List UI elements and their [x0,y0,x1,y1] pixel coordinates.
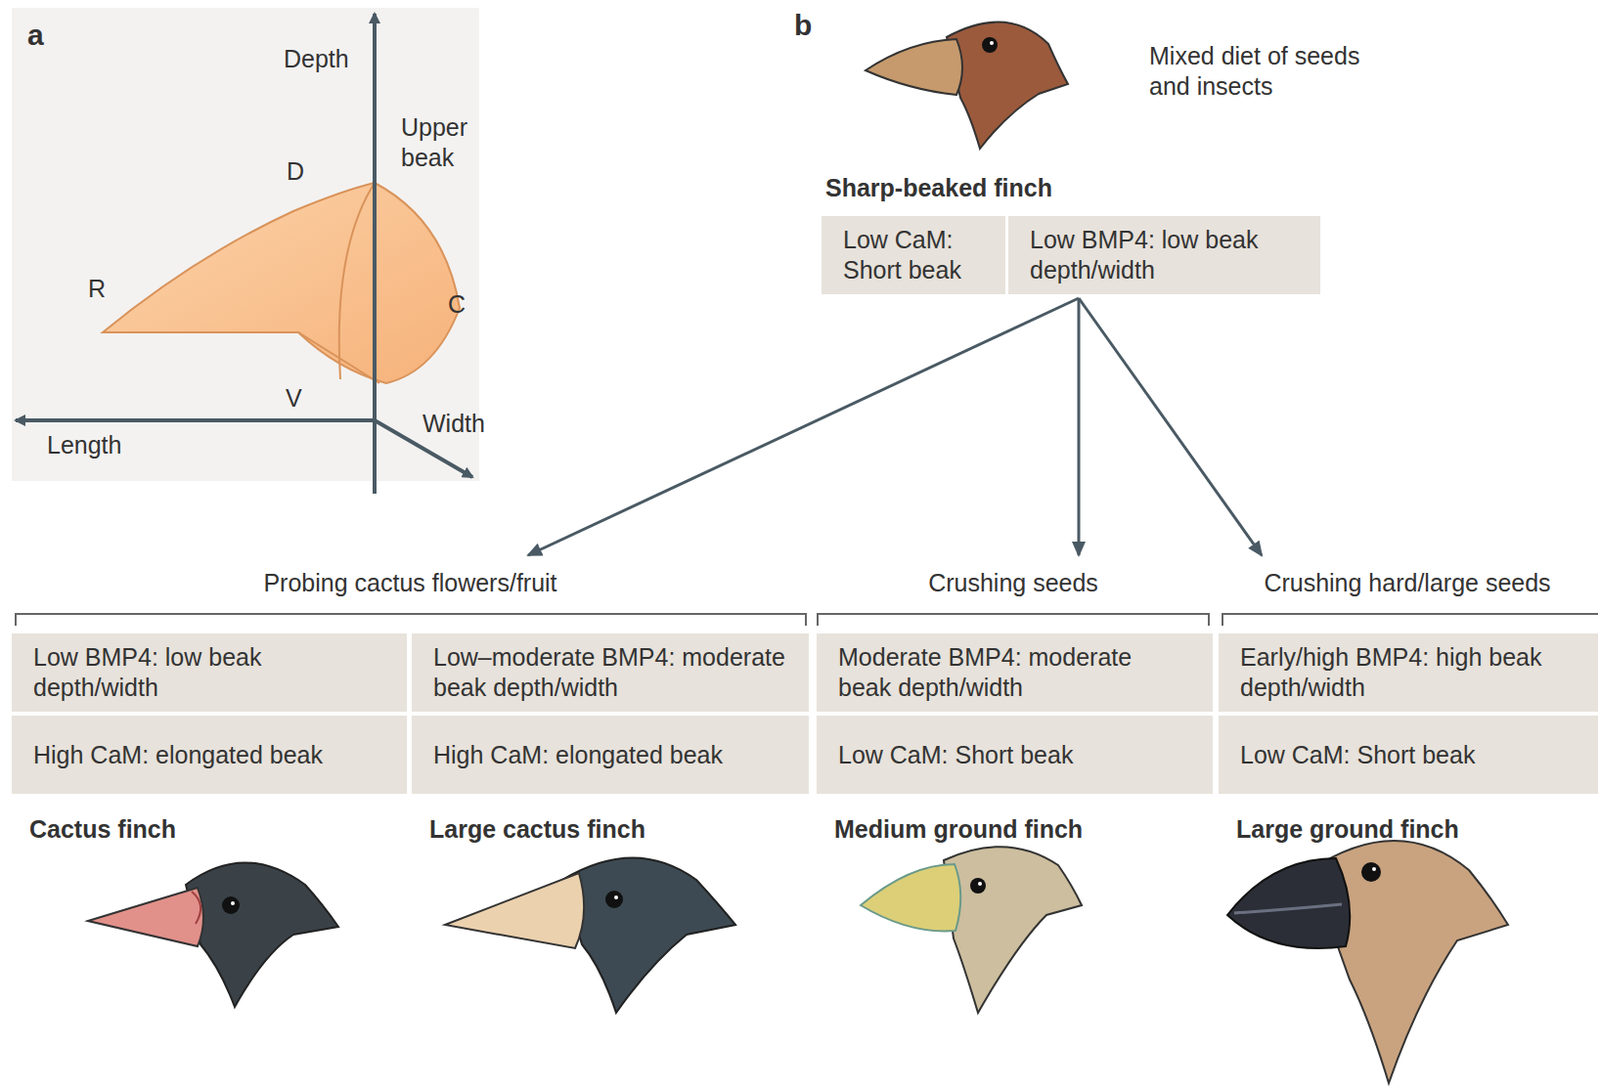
diet-heading: Crushing seeds [813,555,1213,598]
bracket [15,614,806,626]
panel-letter: a [27,19,45,50]
table-cell: Low CaM: Short beak [821,216,1006,295]
finch-table: Moderate BMP4: moderate beak depth/width… [816,633,1213,845]
ancestor-table: Sharp-beaked finchLow CaM: Short beakLow… [821,174,1321,295]
beak-shape [102,182,460,384]
table-cell: High CaM: elongated beak [411,715,809,795]
panel-letter: b [794,9,812,41]
axis-label: Depth [283,44,350,75]
table-cell: Low CaM: Short beak [1218,715,1599,795]
table-cell: Low CaM: Short beak [816,715,1213,795]
diet-note: Mixed diet of seeds and insects [1149,41,1384,102]
table-cell: Moderate BMP4: moderate beak depth/width [816,633,1213,712]
axis-label: Width [422,408,486,440]
bracket-group: Crushing seedsModerate BMP4: moderate be… [813,555,1213,861]
axis-label: Length [46,430,122,461]
sharp-beaked-finch-head [865,22,1068,149]
finch-table: Low BMP4: low beak depth/widthHigh CaM: … [11,633,407,845]
axis-label: D [286,156,305,187]
table-cell: Early/high BMP4: high beak depth/width [1218,633,1599,712]
table-row: Low CaM: Short beakLow BMP4: low beak de… [821,216,1321,295]
large-cactus-finch-head [444,858,736,1015]
table-cell: High CaM: elongated beak [11,715,407,795]
large-ground-finch-head [1227,841,1509,1084]
finch-name: Cactus finch [11,815,407,845]
medium-ground-finch-head [860,846,1082,1014]
axis-label: R [88,273,106,305]
table-cell: Low–moderate BMP4: moderate beak depth/w… [411,633,809,712]
arrow-connector [1077,298,1081,556]
finch-name: Large cactus finch [411,815,809,845]
depth-axis [372,13,377,421]
diet-heading: Crushing hard/large seeds [1216,555,1599,598]
axis-label: V [285,383,303,414]
table-cell: Low BMP4: low beak depth/width [1008,216,1321,295]
finch-name: Medium ground finch [816,815,1213,845]
diet-heading: Probing cactus flowers/fruit [11,555,809,598]
axis-label: C [447,289,466,320]
finch-name: Large ground finch [1218,815,1599,845]
bracket-group: Crushing hard/large seedsEarly/high BMP4… [1216,555,1599,861]
arrow-connector [528,298,1079,556]
finch-table: Low–moderate BMP4: moderate beak depth/w… [411,633,809,845]
axis-label: Upper beak [400,112,494,174]
finch-table: Early/high BMP4: high beak depth/widthLo… [1218,633,1599,845]
finch-name: Sharp-beaked finch [821,174,1321,203]
arrow-connector [1078,298,1262,556]
table-cell: Low BMP4: low beak depth/width [11,633,407,712]
bracket [817,614,1209,626]
length-axis [15,418,377,423]
bracket-group: Probing cactus flowers/fruitLow BMP4: lo… [11,555,809,861]
axis-stub [372,420,377,494]
panel-background [11,7,480,482]
bracket [1222,614,1599,626]
beak-edges [102,182,380,384]
cactus-finch-head [88,863,339,1009]
